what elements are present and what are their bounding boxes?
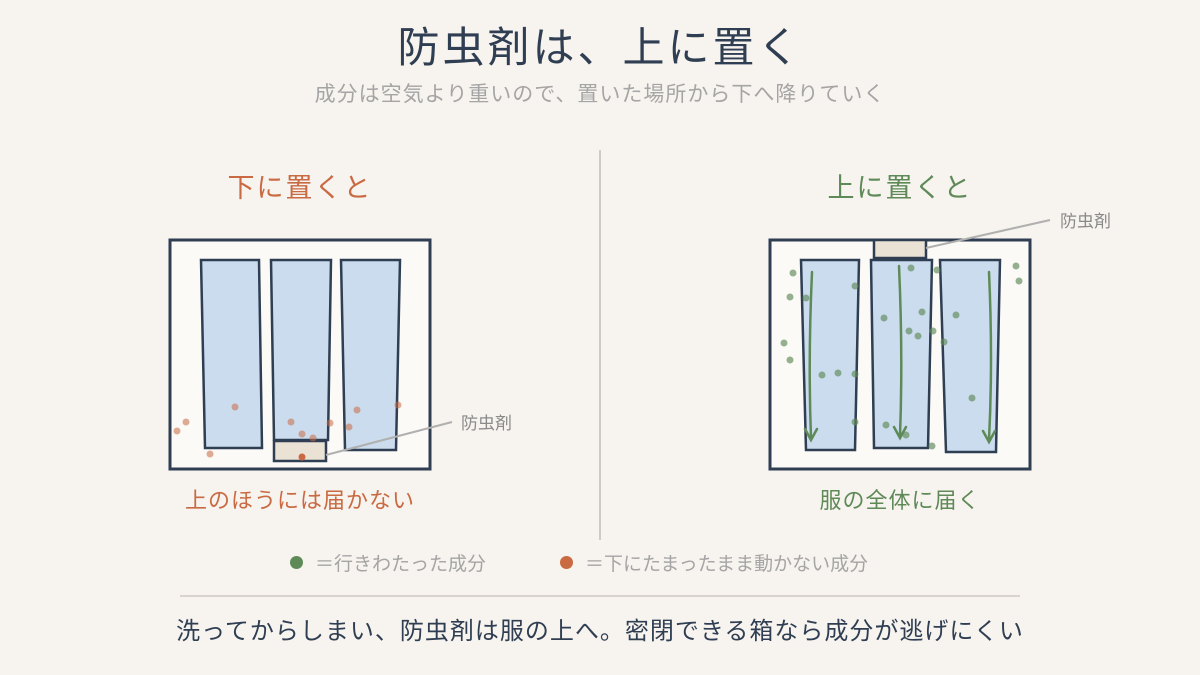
legend: ＝行きわたった成分 ＝下にたまったまま動かない成分 bbox=[0, 549, 1200, 575]
legend-label-spread: ＝行きわたった成分 bbox=[315, 553, 487, 575]
page-subtitle: 成分は空気より重いので、置いた場所から下へ降りていく bbox=[314, 82, 886, 106]
legend-dot-orange bbox=[560, 556, 573, 569]
right-closet: 防虫剤 bbox=[768, 212, 1111, 471]
left-insect-repellent-label: 防虫剤 bbox=[461, 414, 512, 434]
legend-label-settled: ＝下にたまったまま動かない成分 bbox=[585, 553, 869, 575]
left-leader-line bbox=[325, 421, 453, 456]
right-downward-arrows bbox=[803, 264, 997, 445]
footer-tip: 洗ってからしまい、防虫剤は服の上へ。密閉できる箱なら成分が逃げにくい bbox=[176, 617, 1024, 645]
left-closet: 防虫剤 bbox=[168, 238, 512, 471]
legend-item-spread: ＝行きわたった成分 bbox=[290, 549, 486, 576]
left-panel-title: 下に置くと bbox=[227, 173, 373, 204]
left-garment-3 bbox=[339, 258, 402, 452]
left-insect-repellent-box bbox=[272, 439, 328, 463]
left-garment-1 bbox=[199, 258, 264, 450]
legend-item-settled: ＝下にたまったまま動かない成分 bbox=[560, 549, 868, 576]
left-settled-particles bbox=[173, 401, 402, 458]
left-particle-core bbox=[298, 453, 306, 461]
right-panel-caption: 服の全体に届く bbox=[819, 489, 981, 514]
left-garment-2 bbox=[269, 258, 333, 442]
right-leader-line bbox=[925, 219, 1051, 249]
right-garment-3 bbox=[938, 258, 1002, 454]
right-insect-repellent-box bbox=[872, 238, 928, 260]
right-diffused-particles bbox=[780, 262, 1023, 450]
right-insect-repellent-label: 防虫剤 bbox=[1060, 212, 1111, 232]
page-title: 防虫剤は、上に置く bbox=[397, 23, 803, 72]
right-garment-1 bbox=[799, 258, 861, 452]
right-panel-title: 上に置くと bbox=[827, 173, 973, 204]
left-panel-caption: 上のほうには届かない bbox=[184, 489, 415, 514]
legend-dot-green bbox=[290, 556, 303, 569]
